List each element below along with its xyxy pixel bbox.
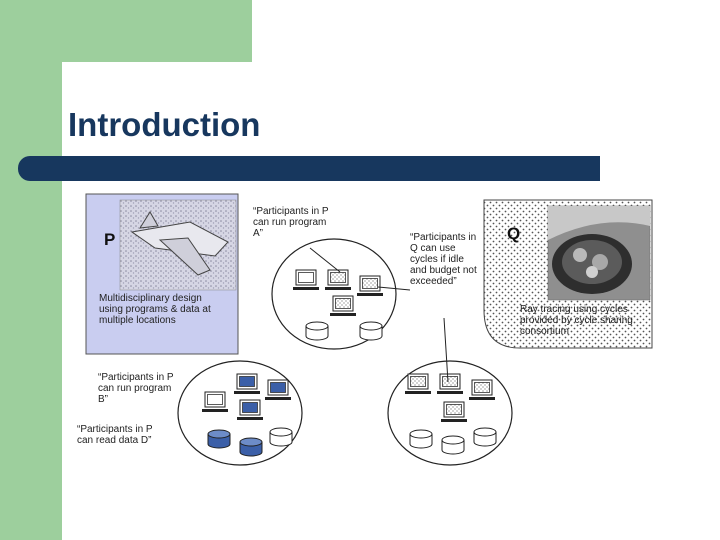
computer-icon bbox=[264, 379, 292, 401]
computer-icon bbox=[292, 269, 320, 291]
connector-q-to-right-cluster bbox=[443, 317, 449, 383]
database-icon bbox=[441, 435, 465, 455]
database-icon bbox=[207, 429, 231, 449]
database-icon bbox=[473, 427, 497, 447]
annotation-read-d: “Participants in P can read data D” bbox=[77, 424, 153, 446]
computer-icon bbox=[440, 401, 468, 423]
computer-icon bbox=[436, 373, 464, 395]
cluster-top bbox=[271, 238, 397, 350]
connector-q-to-top-cluster bbox=[377, 286, 411, 291]
computer-icon bbox=[233, 373, 261, 395]
background-accent-left bbox=[0, 0, 62, 540]
database-icon bbox=[239, 437, 263, 457]
computer-icon bbox=[356, 275, 384, 297]
title-underline-bar bbox=[18, 156, 600, 181]
computer-icon bbox=[329, 295, 357, 317]
image-rendered-scene bbox=[547, 205, 651, 301]
annotation-q-cycles: “Participants in Q can use cycles if idl… bbox=[410, 232, 477, 287]
computer-icon bbox=[404, 373, 432, 395]
connector-p-to-top-cluster bbox=[309, 247, 341, 273]
slide-title: Introduction bbox=[68, 106, 261, 143]
box-q-description: Ray tracing using cycles provided by cyc… bbox=[520, 304, 633, 337]
computer-icon bbox=[324, 269, 352, 291]
annotation-program-b: “Participants in P can run program B” bbox=[98, 372, 174, 405]
database-icon bbox=[305, 321, 329, 341]
database-icon bbox=[409, 429, 433, 449]
box-p-description: Multidisciplinary design using programs … bbox=[99, 293, 211, 326]
computer-icon bbox=[236, 399, 264, 421]
box-p-label: P bbox=[104, 230, 116, 249]
database-icon bbox=[359, 321, 383, 341]
computer-icon bbox=[468, 379, 496, 401]
database-icon bbox=[269, 427, 293, 447]
annotation-program-a: “Participants in P can run program A” bbox=[253, 206, 329, 239]
image-aircraft bbox=[119, 199, 237, 291]
box-q-label: Q bbox=[507, 224, 521, 243]
computer-icon bbox=[201, 391, 229, 413]
